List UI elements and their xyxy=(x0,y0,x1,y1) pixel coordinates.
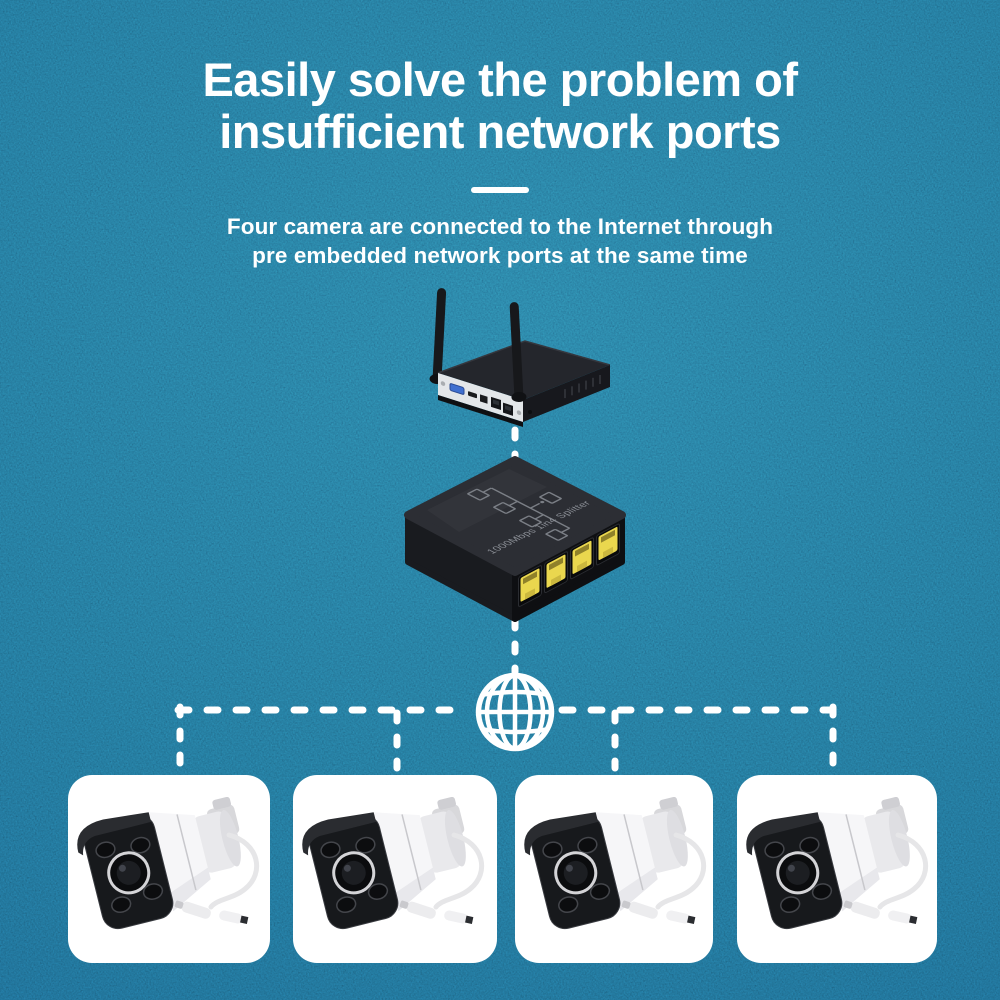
splitter-print: 1000Mbps 1in4 Splitter xyxy=(467,487,594,556)
splitter-left-face xyxy=(405,512,518,622)
poe-port-1 xyxy=(518,565,542,607)
hdmi-port xyxy=(468,391,477,399)
splitter-label: 1000Mbps 1in4 Splitter xyxy=(485,499,594,555)
nvr-antenna-left xyxy=(429,288,447,385)
main-title: Easily solve the problem of insufficient… xyxy=(0,54,1000,158)
nvr-ports xyxy=(440,381,522,416)
camera-card xyxy=(68,775,270,963)
camera-card xyxy=(737,775,937,963)
main-title-line1: Easily solve the problem of xyxy=(202,53,798,106)
nvr-vents xyxy=(564,375,601,399)
internet-globe-icon xyxy=(475,672,555,752)
subtitle: Four camera are connected to the Interne… xyxy=(0,212,1000,270)
camera-illustration xyxy=(746,797,929,930)
usb-port xyxy=(480,394,488,404)
camera-card xyxy=(515,775,713,963)
nvr-illustration xyxy=(429,288,611,427)
camera-illustration xyxy=(302,797,485,930)
main-title-line2: insufficient network ports xyxy=(219,105,781,158)
nvr-side-face xyxy=(523,365,610,422)
splitter-port-face xyxy=(512,512,625,622)
splitter-ports xyxy=(518,523,620,607)
nvr-front-panel xyxy=(438,373,523,422)
poe-port-3 xyxy=(570,537,594,580)
camera-illustration xyxy=(77,797,260,930)
subtitle-line1: Four camera are connected to the Interne… xyxy=(226,214,774,239)
nvr-antenna-right xyxy=(509,302,527,403)
poe-port-4 xyxy=(596,523,620,566)
lan-port-1 xyxy=(491,396,501,411)
poe-splitter-illustration: 1000Mbps 1in4 Splitter xyxy=(404,456,626,622)
camera-illustration xyxy=(524,797,707,930)
vga-port xyxy=(449,383,465,395)
lan-port-2 xyxy=(503,402,513,416)
nvr-top-face xyxy=(438,341,610,400)
subtitle-line2: pre embedded network ports at the same t… xyxy=(252,243,748,268)
camera-card xyxy=(293,775,497,963)
splitter-top-face xyxy=(404,456,626,576)
title-divider xyxy=(471,187,529,193)
poe-port-2 xyxy=(544,551,568,594)
